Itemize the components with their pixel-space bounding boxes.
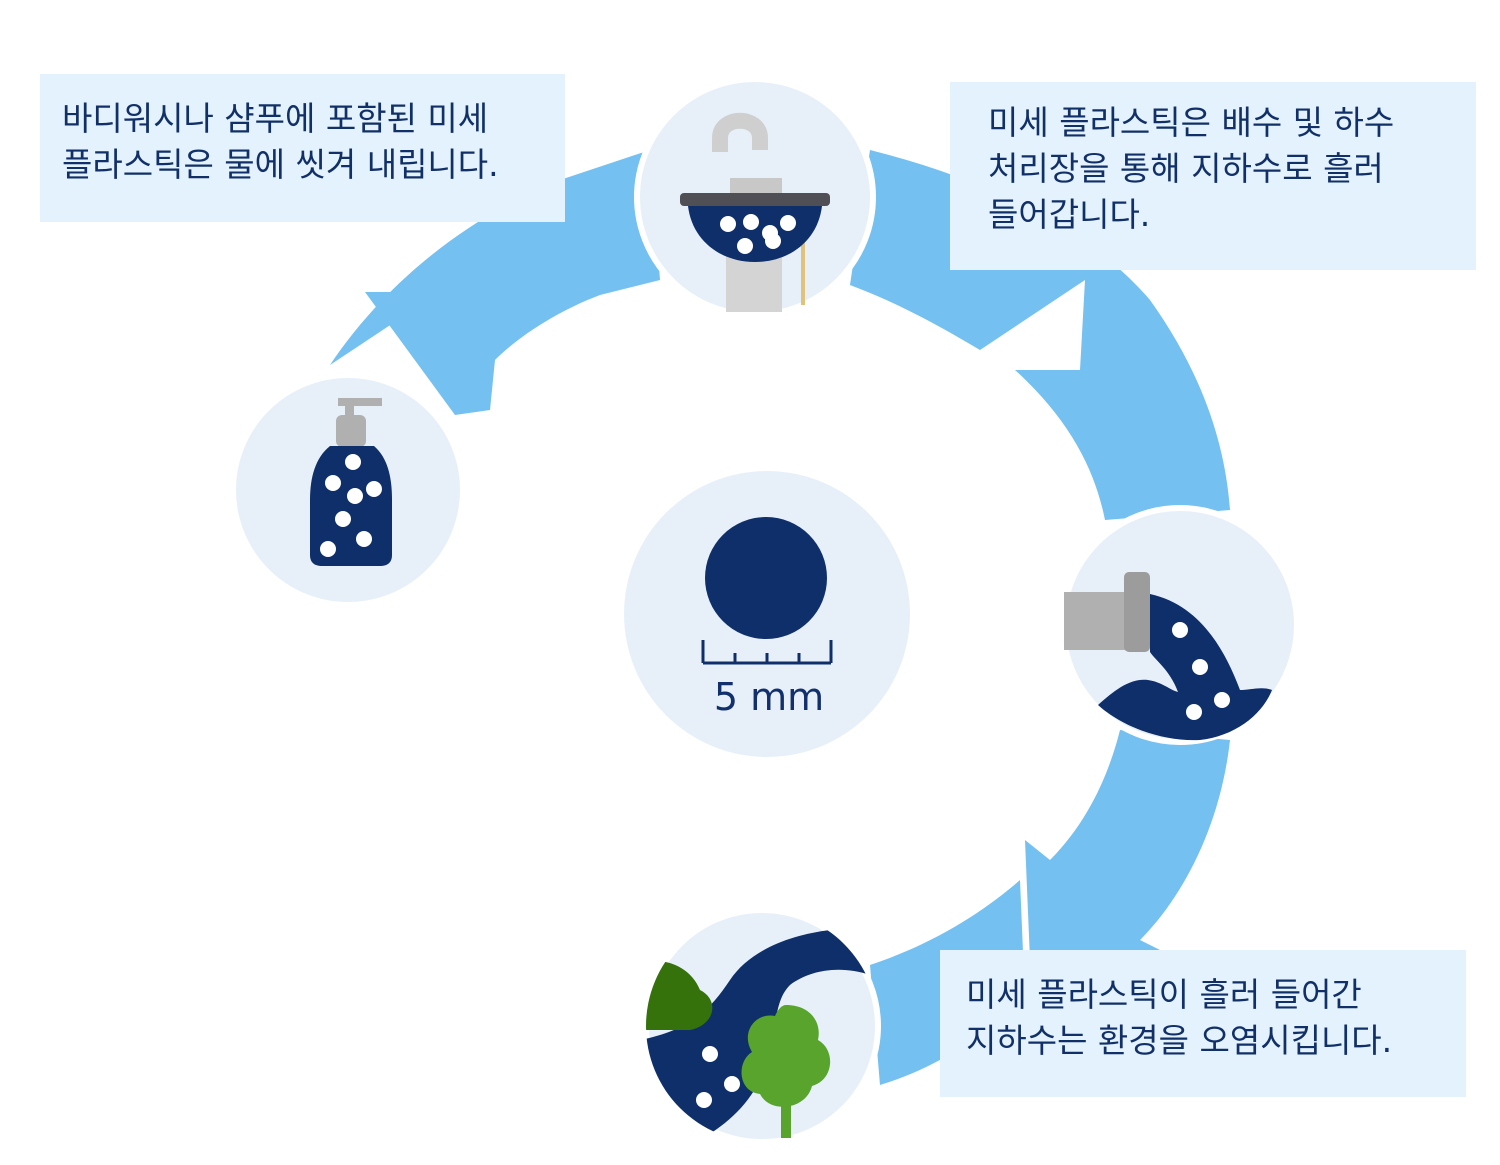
caption-step-3: 미세 플라스틱이 흘러 들어간 지하수는 환경을 오염시킵니다.	[940, 950, 1466, 1097]
caption-step-2-line-3: 들어갑니다.	[988, 195, 1151, 235]
caption-step-1-line-2: 플라스틱은 물에 씻겨 내립니다.	[62, 145, 499, 185]
caption-step-2-line-2: 처리장을 통해 지하수로 흘러	[988, 149, 1384, 189]
caption-step-3-line-1: 미세 플라스틱이 흘러 들어간	[966, 975, 1362, 1014]
arrow-bottle-to-sink	[330, 150, 660, 415]
soap-bottle-icon	[230, 372, 466, 608]
caption-step-1: 바디워시나 샴푸에 포함된 미세 플라스틱은 물에 씻겨 내립니다.	[40, 74, 565, 222]
sink-strainer-icon	[634, 76, 876, 318]
caption-step-2: 미세 플라스틱은 배수 및 하수 처리장을 통해 지하수로 흘러 들어갑니다.	[950, 82, 1476, 270]
river-tree-icon	[643, 907, 881, 1145]
caption-step-3-line-2: 지하수는 환경을 오염시킵니다.	[966, 1021, 1393, 1061]
caption-step-1-line-1: 바디워시나 샴푸에 포함된 미세	[62, 99, 489, 138]
microplastic-bead-icon: 5 mm	[624, 471, 910, 757]
scale-label: 5 mm	[714, 675, 824, 719]
drain-pipe-icon	[1060, 505, 1300, 745]
caption-step-2-line-1: 미세 플라스틱은 배수 및 하수	[988, 103, 1395, 142]
scale-ruler	[701, 640, 833, 665]
arrow-sink-to-pipe	[850, 150, 1230, 520]
